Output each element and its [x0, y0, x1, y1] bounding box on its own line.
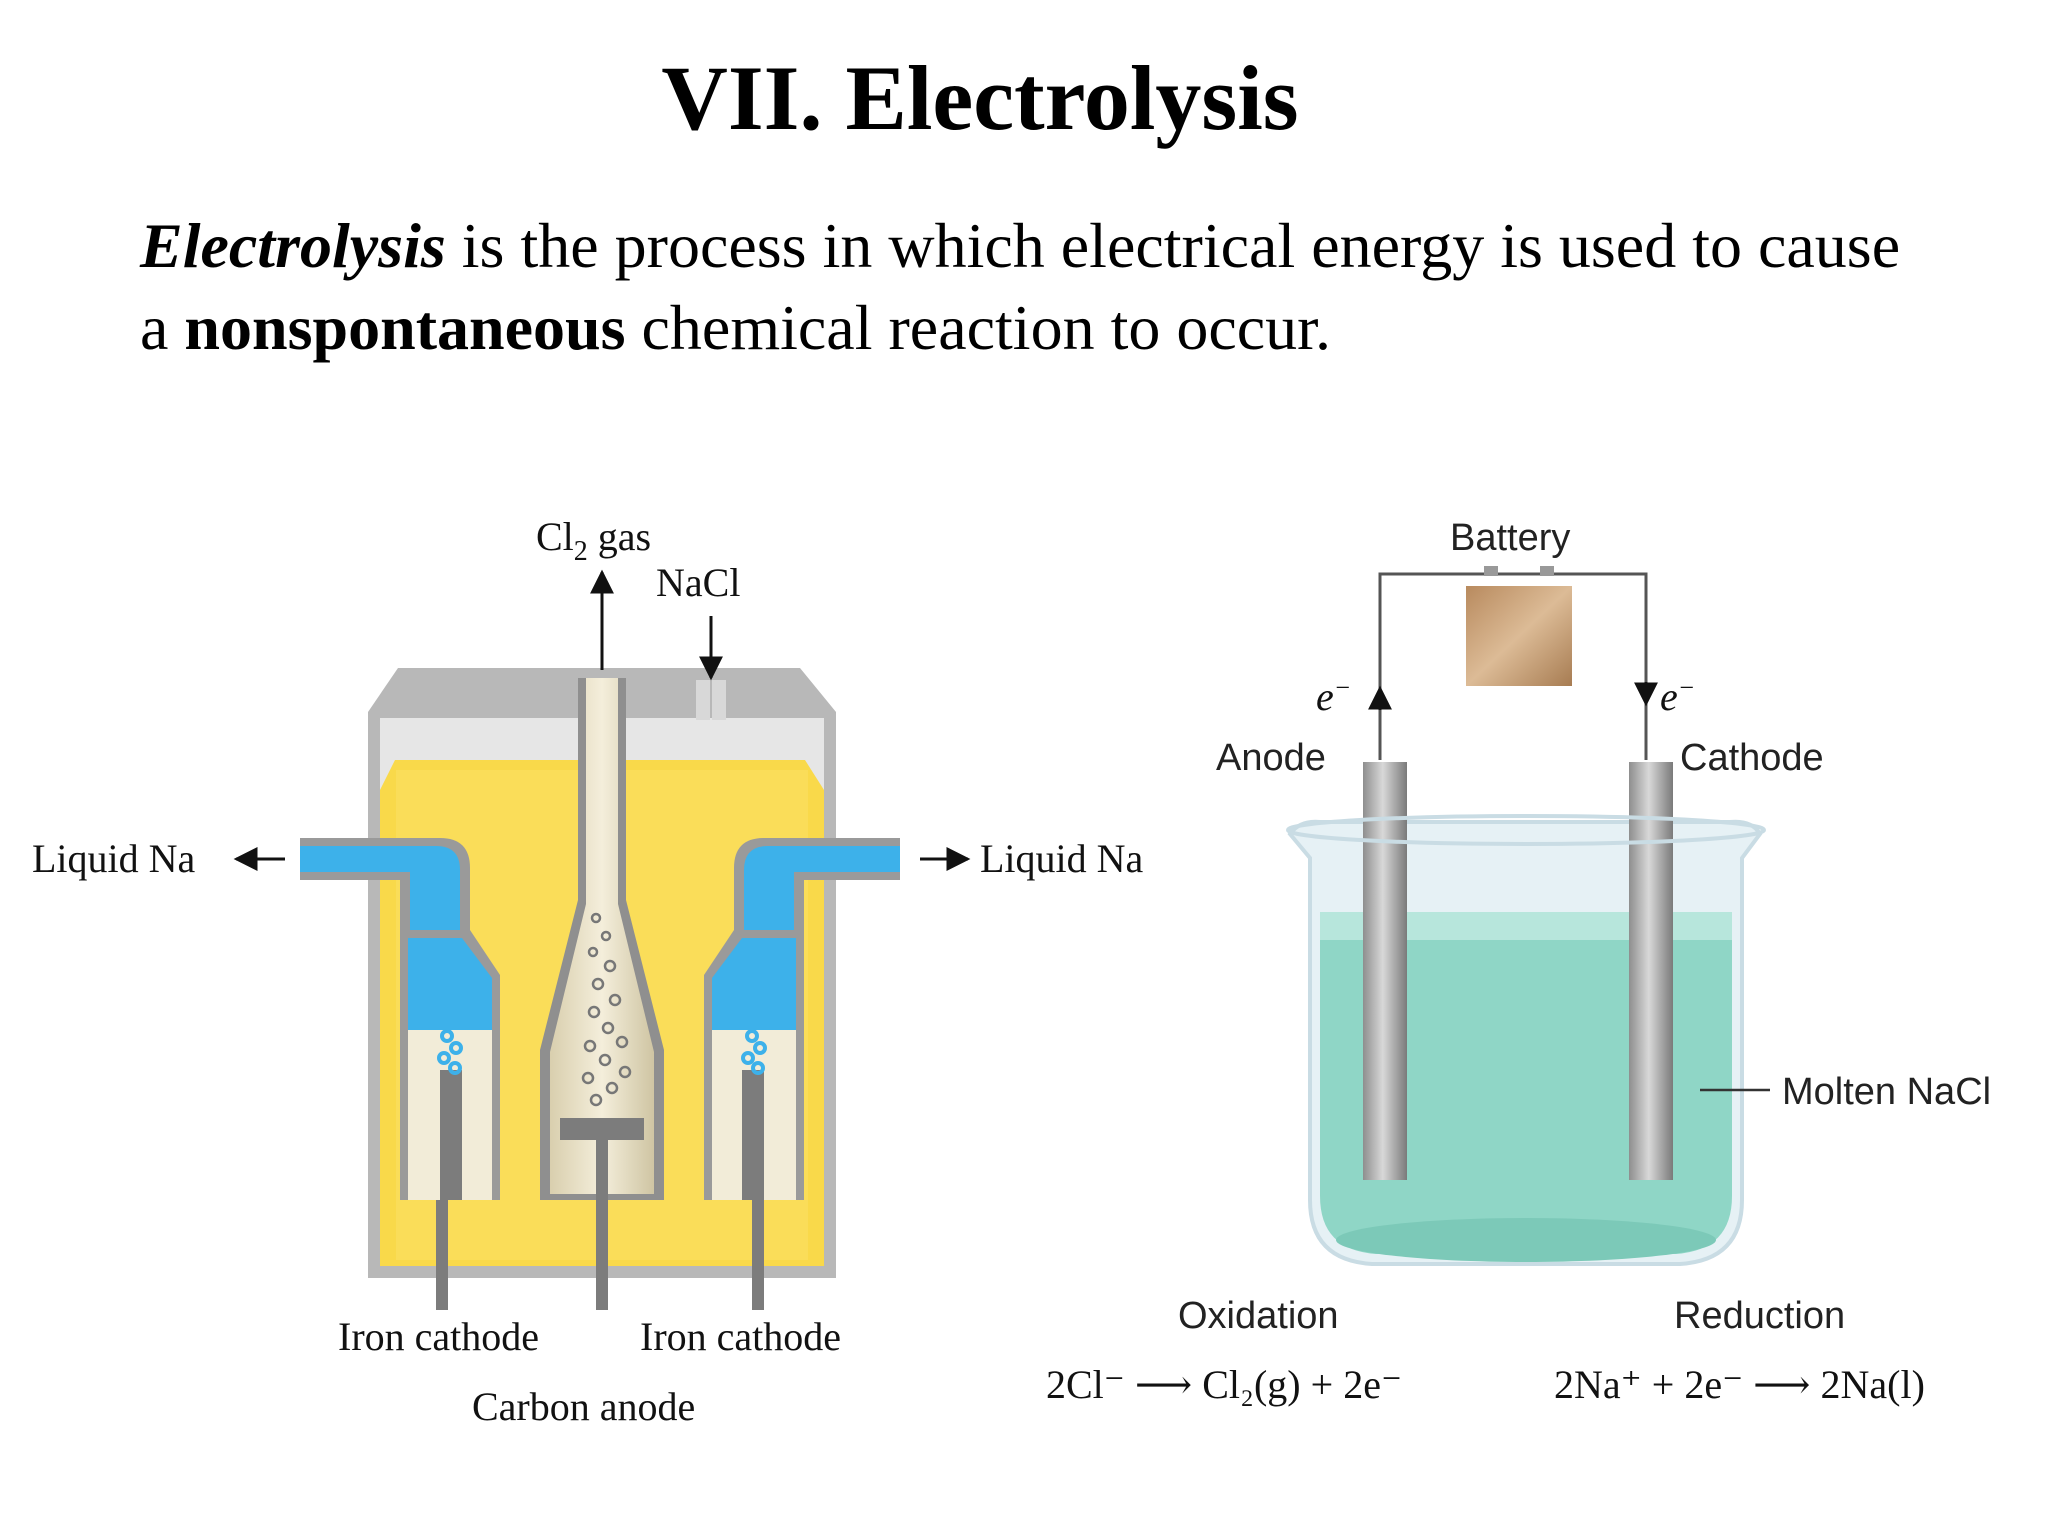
definition-emphasis: nonspontaneous — [184, 292, 626, 363]
oxidation-label: Oxidation — [1178, 1295, 1339, 1337]
anode-label: Anode — [1216, 737, 1326, 779]
carbon-anode-plate — [560, 1118, 644, 1140]
reduction-label: Reduction — [1674, 1295, 1845, 1337]
nacl-inlet-label: NaCl — [656, 560, 740, 605]
anode-rod — [1363, 762, 1407, 1180]
carbon-anode-rod — [596, 1140, 608, 1310]
battery-label: Battery — [1450, 517, 1570, 559]
oxidation-equation: 2Cl⁻ ⟶ Cl₂(g) + 2e⁻ — [1046, 1362, 1402, 1407]
definition-text-2: chemical reaction to occur. — [625, 292, 1331, 363]
definition-term: Electrolysis — [140, 210, 446, 281]
reduction-equation: 2Na⁺ + 2e⁻ ⟶ 2Na(l) — [1554, 1362, 1925, 1407]
iron-cathode-left-label: Iron cathode — [338, 1314, 539, 1359]
battery — [1466, 586, 1572, 686]
downs-cell: Cl2 gas NaCl Liquid Na Liquid Na Iron ca… — [32, 514, 1144, 1429]
definition-text: Electrolysis is the process in which ele… — [140, 205, 1940, 369]
electron-label-right: e− — [1660, 673, 1695, 719]
sodium-droplets-right — [741, 1029, 767, 1075]
cathode-label: Cathode — [1680, 737, 1824, 779]
cl2-gas-label: Cl2 gas — [536, 514, 651, 567]
liquid-na-left-label: Liquid Na — [32, 836, 196, 881]
liquid-na-right-label: Liquid Na — [980, 836, 1144, 881]
iron-cathode-right-label: Iron cathode — [640, 1314, 841, 1359]
sodium-droplets-left — [437, 1029, 463, 1075]
circuit-wire — [1378, 572, 1648, 760]
cathode-rod — [1629, 762, 1673, 1180]
electrolytic-cell: Battery e− e− Anode Cathode Molten NaCl … — [1046, 517, 1991, 1407]
slide-title: VII. Electrolysis — [661, 47, 1299, 149]
definition-text-1: is the process in which electrical energ… — [140, 210, 1901, 363]
molten-nacl-label: Molten NaCl — [1782, 1071, 1991, 1113]
carbon-anode-label: Carbon anode — [472, 1384, 695, 1429]
electron-label-left: e− — [1316, 673, 1351, 719]
chlorine-bubbles — [581, 912, 632, 1107]
